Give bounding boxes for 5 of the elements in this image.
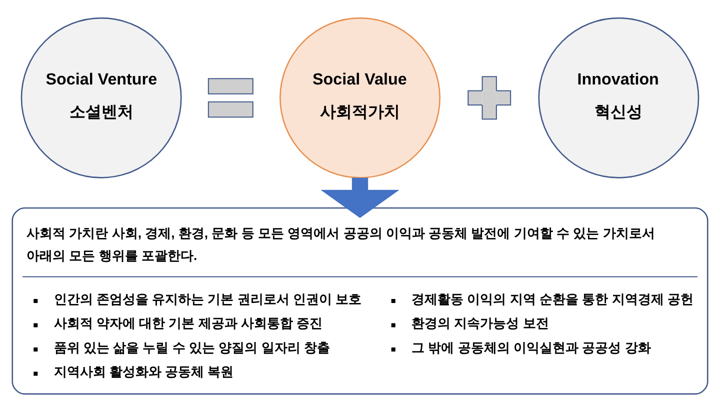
node-circle: Innovation 혁신성 [538,17,700,178]
node-box: 사회적 가치란 사회, 경제, 환경, 문화 등 모든 영역에서 공공의 이익과 공동체 발전에 기여할 수 있는 가치로서 아래의 모든 행위를 포괄한다. 인간의 존엄성을 유지하는 기본 권리로서 인권이 보호 경제활동 이익의 지역 순환을 통한 지역경제 공헌 사회적 약자에 대한 기본 제공과 사회통합 증진 환경의 지속가능성 보전 품위 있는 삶을 누릴 수 있는 양질의 일자리 창출 그 밖에 공동체의 이익실현과 공공성 강화 지역사회 활성화와 공동체 복원 [12,207,708,395]
arrow [320,178,400,218]
node-circle: Social Venture 소셜벤처 [20,17,182,178]
node-circle: Social Value 사회적가치 [280,17,440,178]
